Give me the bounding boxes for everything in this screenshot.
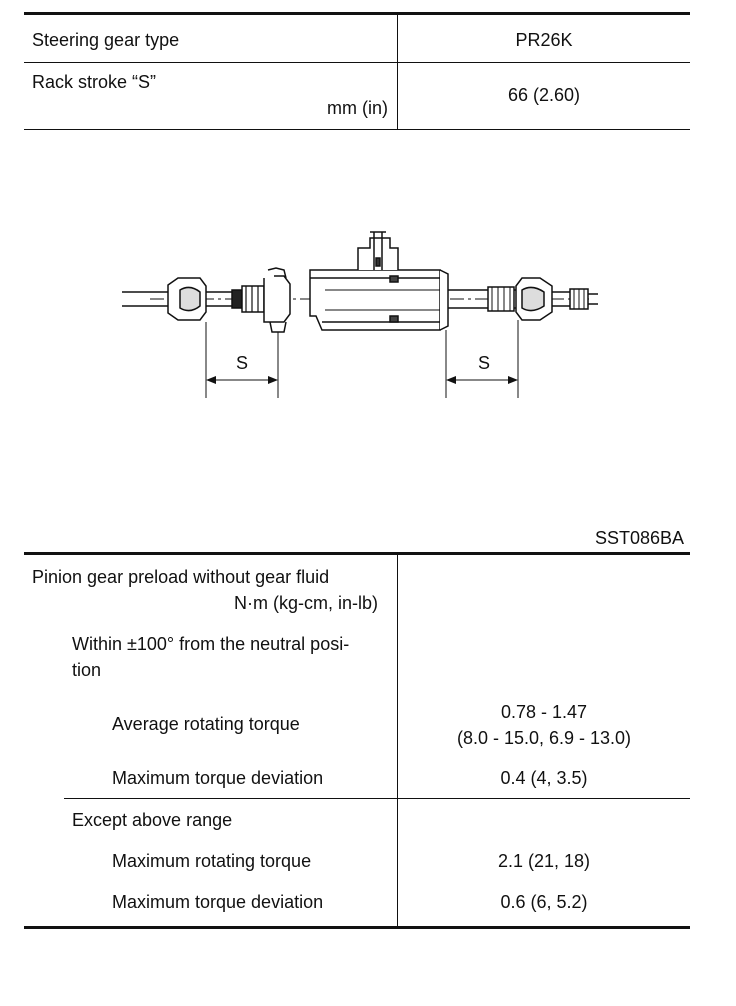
max-torque-deviation-value-2: 0.6 (6, 5.2)	[500, 892, 588, 912]
max-torque-deviation-label-1: Maximum torque deviation	[112, 768, 324, 788]
average-rotating-torque-value-line1: 0.78 - 1.47	[500, 702, 588, 722]
average-rotating-torque-label: Average rotating torque	[112, 714, 300, 734]
table-bottom-border	[24, 129, 690, 130]
stroke-label-right: S	[478, 353, 490, 373]
steering-gear-type-value: PR26K	[515, 30, 573, 50]
rack-stroke-label: Rack stroke “S”	[32, 72, 157, 92]
max-rotating-torque-label: Maximum rotating torque	[112, 851, 312, 871]
max-torque-deviation-value-1: 0.4 (4, 3.5)	[500, 768, 588, 788]
table2-top-border	[24, 552, 690, 555]
section1-title-line1: Within ±100° from the neutral posi-	[72, 634, 350, 654]
figure-id: SST086BA	[594, 528, 684, 548]
preload-header-label: Pinion gear preload without gear fluid	[32, 567, 330, 587]
table2-column-divider	[397, 554, 398, 926]
average-rotating-torque-value-line2: (8.0 - 15.0, 6.9 - 13.0)	[456, 728, 632, 748]
table-row-divider	[24, 62, 690, 63]
rack-stroke-unit: mm (in)	[327, 98, 388, 118]
table-column-divider	[397, 14, 398, 130]
table2-section-divider	[64, 798, 690, 799]
preload-header-unit: N·m (kg-cm, in-lb)	[234, 593, 378, 613]
section2-title: Except above range	[72, 810, 233, 830]
steering-gear-type-label: Steering gear type	[32, 30, 180, 50]
table2-bottom-border	[24, 926, 690, 929]
max-rotating-torque-value: 2.1 (21, 18)	[497, 851, 591, 871]
section1-title-line2: tion	[72, 660, 102, 680]
max-torque-deviation-label-2: Maximum torque deviation	[112, 892, 324, 912]
stroke-label-left: S	[236, 353, 248, 373]
steering-gear-diagram: S S	[122, 231, 598, 398]
rack-stroke-value: 66 (2.60)	[507, 85, 581, 105]
table-top-border	[24, 12, 690, 15]
